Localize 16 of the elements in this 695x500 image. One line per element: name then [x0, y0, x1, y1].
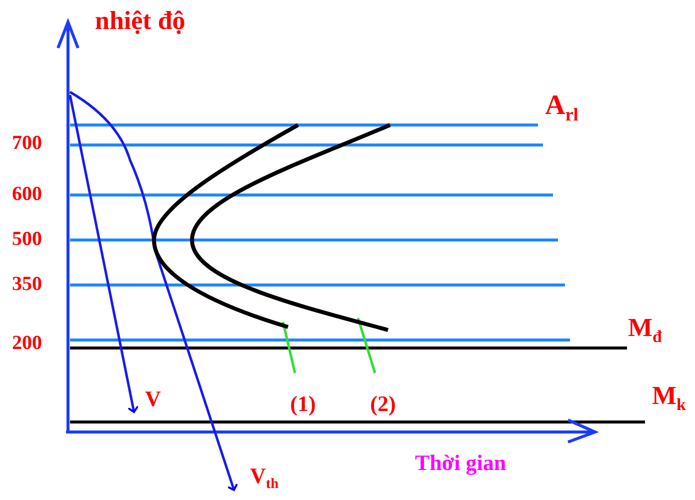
tick-label: 350 — [12, 274, 42, 294]
curve-label: (1) — [283, 393, 323, 419]
axis-label: Thời gian — [415, 452, 506, 474]
tick-label: 200 — [12, 333, 42, 353]
curve-label: V$_{th}$ — [250, 465, 279, 492]
leader-line — [356, 318, 376, 374]
tick-label: 600 — [12, 184, 42, 204]
line-label: M$_{k}$ — [652, 383, 686, 414]
curve-label: V — [145, 388, 161, 410]
curve-label: (2) — [363, 393, 403, 419]
tick-label: 700 — [12, 133, 42, 153]
tick-label: 500 — [12, 229, 42, 249]
line-label: A$_{rl}$ — [545, 92, 578, 124]
leader-line — [282, 322, 296, 374]
axis-label: nhiệt độ — [95, 8, 186, 34]
line-label: M$_{đ}$ — [628, 315, 662, 346]
